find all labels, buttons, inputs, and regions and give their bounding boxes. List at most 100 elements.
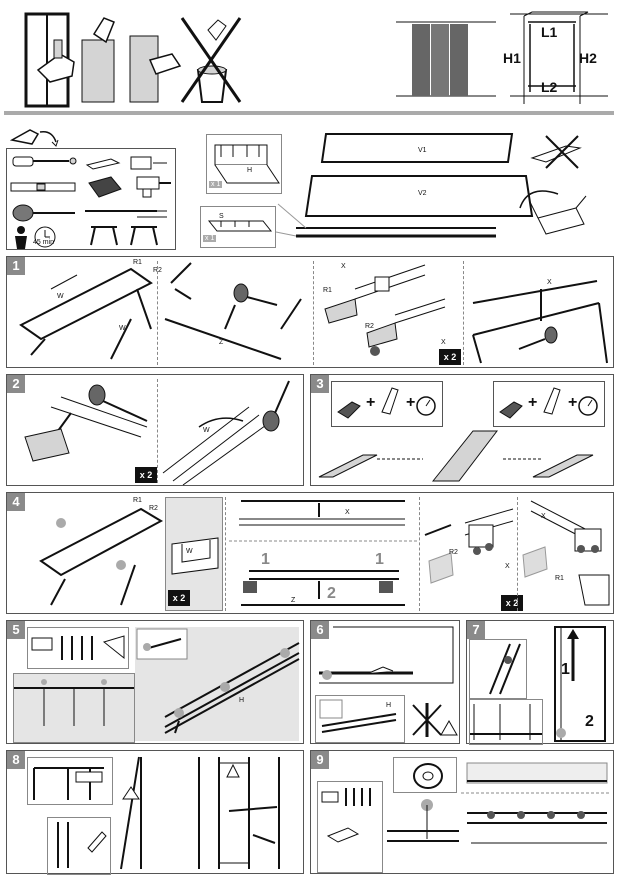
drill-icon (136, 176, 171, 198)
step-7-door-install (554, 626, 606, 742)
step-1-label-r1: R1 (133, 259, 142, 266)
step-8-frame-corner (33, 767, 104, 800)
step-5-drill-diagram (13, 673, 135, 743)
step-4-label-r2: R2 (149, 505, 158, 512)
step-4-marker-1b: 1 (375, 551, 384, 568)
step-1-roller-detail (324, 264, 446, 356)
step-3-plus-2: + (406, 394, 416, 411)
step-1-qty-badge: x 2 (439, 349, 461, 365)
step-4-profile-detail (171, 537, 219, 575)
step-9-tape-roll (413, 763, 443, 789)
sawhorses-icon (90, 226, 158, 246)
profile-s-label: S (219, 213, 224, 220)
step-4-frame-on-sawhorses (39, 507, 164, 606)
step-1-label-r2b: R2 (365, 323, 374, 330)
step-9-bottom-rail-detail (387, 799, 459, 842)
step-2-label-w: W (203, 427, 210, 434)
step-6-panel: 6 H (310, 620, 460, 744)
step-4-label-r1b: R1 (555, 575, 564, 582)
step-5-panel: 5 H (6, 620, 304, 744)
tools-grid: 45 min (6, 148, 176, 250)
header-section: L1 L2 H1 H2 (0, 0, 620, 118)
step-1-frame-join (472, 280, 608, 364)
screwdriver-icon (12, 156, 77, 167)
step-3-plus-3: + (528, 394, 538, 411)
step-8-detail-top (27, 757, 113, 805)
profile-s-box: S x 1 (200, 206, 276, 248)
step-6-detail-box: H (315, 695, 405, 743)
clock-icon (34, 226, 56, 248)
step-9-screws-drill (321, 788, 371, 843)
step-4-divider-2 (419, 497, 420, 611)
header-divider (4, 111, 614, 115)
step-5-rail-detail: H (135, 627, 300, 741)
frame-v1-label: V1 (418, 147, 427, 154)
step-3-number: 3 (311, 375, 329, 393)
step-4-divider-1 (225, 497, 226, 611)
step-8-number: 8 (7, 751, 25, 769)
step-4-roller-insert-right (522, 500, 610, 606)
step-4-label-x: X (345, 509, 350, 516)
hand-pointing-icon (9, 129, 59, 147)
step-4-detail-box: W x 2 (165, 497, 223, 611)
step-1-divider-1 (157, 261, 158, 365)
step-9-number: 9 (311, 751, 329, 769)
step-1-label-w: W (57, 293, 64, 300)
no-cutter-icon (530, 135, 582, 169)
no-water-bucket-icon (180, 17, 242, 103)
tools-section: 45 min H x 1 S x 1 V1 V2 (0, 118, 620, 254)
dimension-h1-label: H1 (503, 50, 521, 66)
profile-s-qty: x 1 (203, 235, 217, 242)
step-6-profile-detail (319, 699, 397, 733)
door-cleaning-illustration (24, 12, 75, 108)
step-6-no-screw-icon (412, 703, 458, 737)
step-3-plus-1: + (366, 394, 376, 411)
step-4-number: 4 (7, 493, 25, 511)
person-icon (15, 226, 27, 249)
mallet-icon (12, 204, 75, 222)
step-1-divider-3 (463, 261, 464, 365)
step-1-number: 1 (7, 257, 25, 275)
frame-parts-illustration (275, 133, 534, 238)
step-3-box-right: + + (493, 381, 605, 427)
dimension-diagram (510, 11, 608, 104)
step-4-divider-3 (517, 497, 518, 611)
step-7-marker-2: 2 (585, 713, 594, 730)
step-2-rail-tap (162, 380, 290, 486)
profile-h-box: H x 1 (206, 134, 282, 194)
step-4-label-x3: X (541, 513, 546, 520)
step-2-panel: 2 x 2 W (6, 374, 304, 486)
step-4-panel: 4 R1 R2 W x 2 X Z 1 1 2 R2 (6, 492, 614, 614)
step-3-cleaning-tools-left (337, 387, 436, 419)
brush-icon (85, 156, 167, 170)
step-1-mallet-tap (164, 262, 302, 360)
step-5-number: 5 (7, 621, 25, 639)
dimension-h2-label: H2 (579, 50, 597, 66)
step-3-panel: 3 + + + + (310, 374, 614, 486)
sander-illustration (81, 17, 115, 103)
step-7-number: 7 (467, 621, 485, 639)
step-5-hardware-box (27, 627, 129, 669)
step-4-label-r1: R1 (133, 497, 142, 504)
step-7-top-detail (469, 639, 527, 699)
step-1-label-x: X (341, 263, 346, 270)
step-7-panel: 7 1 2 (466, 620, 614, 745)
step-2-number: 2 (7, 375, 25, 393)
step-1-label-x3: X (547, 279, 552, 286)
step-6-label-h: H (386, 702, 392, 709)
step-3-cleaning-tools-right (499, 387, 598, 419)
step-3-tape-sequence (318, 430, 594, 482)
surface-brush-illustration (129, 35, 182, 103)
step-5-screws-drill (31, 635, 125, 660)
step-7-marker-1: 1 (561, 661, 570, 678)
step-5-ceiling-marks (14, 679, 134, 726)
step-4-label-z: Z (291, 597, 296, 604)
profile-h-qty: x 1 (209, 181, 223, 188)
step-9-tape-box (393, 757, 457, 793)
step-4-marker-2: 2 (327, 585, 336, 602)
profile-h-label: H (247, 167, 253, 174)
step-3-plus-4: + (568, 394, 578, 411)
step-4-roller-insert-left (424, 508, 514, 584)
step-2-qty-badge: x 2 (135, 467, 157, 483)
step-5-label-h: H (239, 697, 245, 704)
